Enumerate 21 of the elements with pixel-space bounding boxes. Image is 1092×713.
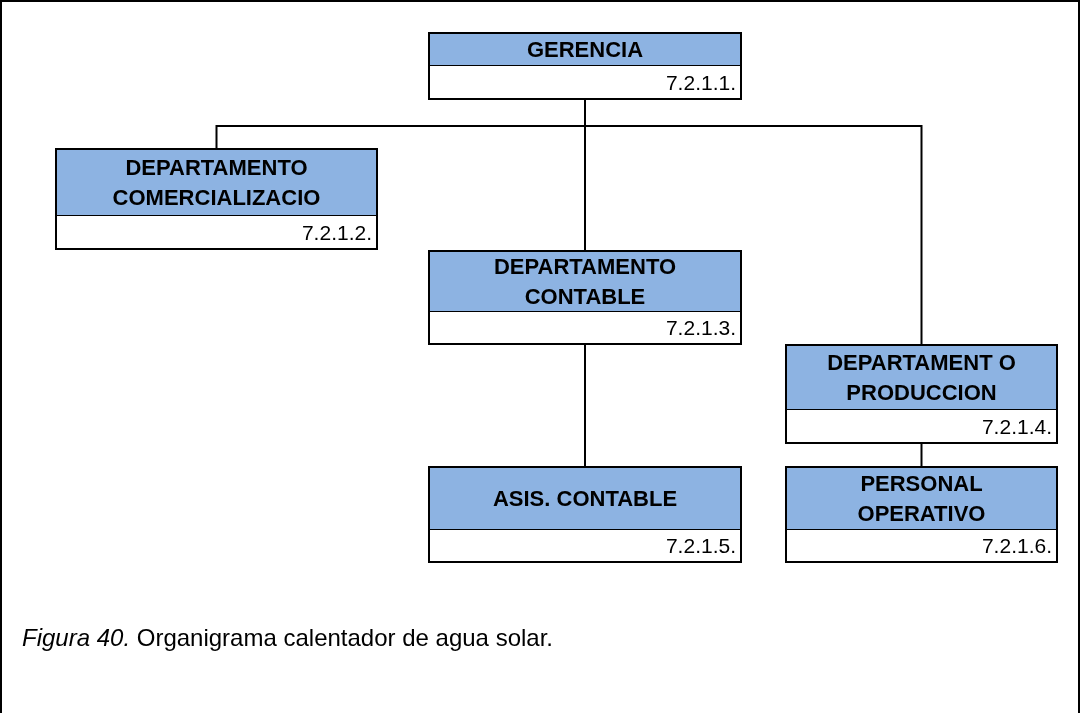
box-title: GERENCIA: [526, 35, 644, 64]
box-title: DEPARTAMENT O PRODUCCION: [826, 348, 1017, 407]
box-code: 7.2.1.4.: [981, 415, 1052, 437]
box-title: PERSONAL OPERATIVO: [856, 469, 987, 528]
box-code: 7.2.1.5.: [665, 535, 736, 556]
box-code: 7.2.1.2.: [301, 221, 372, 243]
box-code: 7.2.1.3.: [665, 317, 736, 338]
box-title: DEPARTAMENTO COMERCIALIZACIO: [111, 153, 322, 212]
box-code: 7.2.1.1.: [665, 71, 736, 93]
org-box: [428, 32, 742, 100]
org-box: [428, 466, 742, 563]
box-title: DEPARTAMENTO CONTABLE: [492, 252, 678, 311]
org-box: [785, 344, 1058, 444]
connector-line: [920, 443, 923, 467]
box-code: 7.2.1.6.: [981, 535, 1052, 556]
org-box: [428, 250, 742, 345]
org-box: [55, 148, 378, 250]
box-title: ASIS. CONTABLE: [492, 484, 678, 513]
org-box: [785, 466, 1058, 563]
figure-caption: Figura 40. Organigrama calentador de agua solar.: [22, 623, 553, 653]
connector-line: [584, 344, 586, 467]
